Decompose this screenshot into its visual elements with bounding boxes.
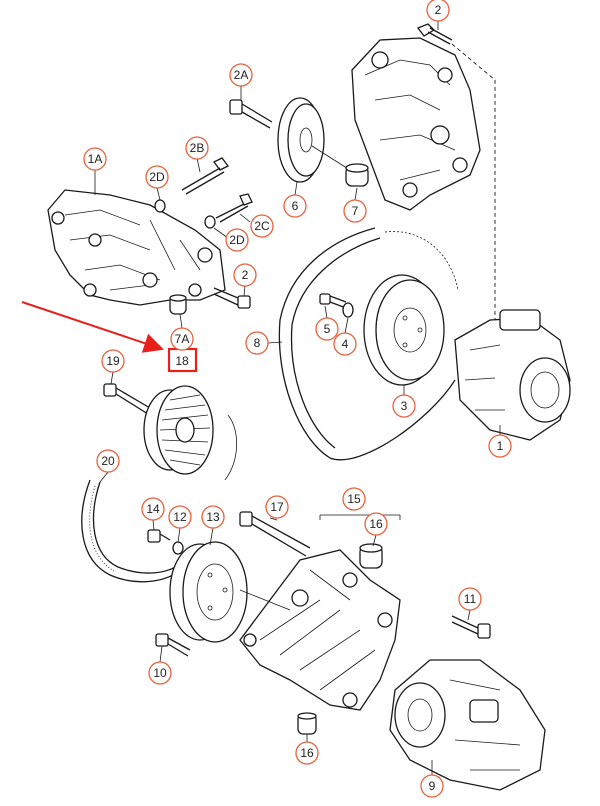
bolt-2-top bbox=[416, 23, 453, 45]
bolt-2C bbox=[215, 193, 253, 223]
svg-text:3: 3 bbox=[401, 399, 408, 413]
washer-2D-a bbox=[154, 199, 166, 213]
bolt-2-mid bbox=[213, 287, 251, 309]
svg-text:2B: 2B bbox=[190, 141, 205, 155]
callout-16-a: 16 bbox=[364, 512, 388, 536]
bolt-14 bbox=[147, 529, 171, 543]
svg-text:12: 12 bbox=[173, 510, 187, 524]
guide-line-6 bbox=[311, 145, 351, 171]
svg-text:2: 2 bbox=[242, 268, 249, 282]
callout-7A: 7A bbox=[170, 327, 194, 351]
bracket-1A bbox=[47, 189, 226, 306]
group-bracket-15 bbox=[319, 514, 401, 520]
svg-text:11: 11 bbox=[464, 592, 477, 606]
svg-text:16: 16 bbox=[300, 746, 314, 760]
bolt-2B bbox=[181, 157, 229, 195]
bolt-5 bbox=[319, 293, 347, 309]
callout-2-top: 2 bbox=[426, 0, 450, 22]
callout-4: 4 bbox=[333, 332, 357, 356]
pulley-6 bbox=[277, 97, 325, 183]
svg-text:16: 16 bbox=[369, 517, 383, 531]
svg-text:18: 18 bbox=[175, 354, 189, 368]
belt-20 bbox=[81, 479, 181, 583]
callout-14: 14 bbox=[141, 497, 165, 521]
callout-2D-a: 2D bbox=[145, 165, 169, 189]
callout-13: 13 bbox=[201, 505, 225, 529]
svg-text:4: 4 bbox=[342, 337, 349, 351]
bolt-10 bbox=[155, 633, 191, 657]
pointer-arrow bbox=[21, 301, 164, 353]
callout-9: 9 bbox=[420, 774, 444, 798]
svg-text:13: 13 bbox=[206, 510, 220, 524]
svg-text:2A: 2A bbox=[234, 68, 249, 82]
svg-text:1: 1 bbox=[497, 439, 504, 453]
washer-2D-b bbox=[204, 215, 216, 229]
tensioner-pulley-18 bbox=[143, 385, 214, 475]
callout-15: 15 bbox=[342, 487, 366, 511]
callout-1: 1 bbox=[488, 434, 512, 458]
bolt-17 bbox=[239, 511, 311, 557]
upper-bracket bbox=[351, 37, 481, 211]
callout-2-mid: 2 bbox=[233, 263, 257, 287]
pulley-13 bbox=[169, 541, 248, 643]
spacer-16-b bbox=[297, 712, 317, 735]
bolt-2A bbox=[229, 99, 273, 129]
power-steering-pump-9 bbox=[389, 659, 546, 791]
callout-7: 7 bbox=[343, 199, 367, 223]
callout-16-b: 16 bbox=[295, 741, 319, 765]
power-steering-pump-1 bbox=[454, 309, 571, 441]
callout-2B: 2B bbox=[185, 136, 209, 160]
svg-text:1A: 1A bbox=[88, 152, 103, 166]
svg-text:2D: 2D bbox=[229, 233, 245, 247]
svg-text:7A: 7A bbox=[175, 332, 190, 346]
callout-8: 8 bbox=[245, 331, 269, 355]
callout-2A: 2A bbox=[229, 63, 253, 87]
callout-1A: 1A bbox=[83, 147, 107, 171]
guide-line-2-top bbox=[451, 43, 496, 320]
callout-2D-b: 2D bbox=[225, 228, 249, 252]
svg-text:17: 17 bbox=[270, 500, 284, 514]
svg-text:6: 6 bbox=[292, 199, 299, 213]
spacer-7 bbox=[345, 163, 369, 187]
callout-6: 6 bbox=[283, 194, 307, 218]
svg-text:14: 14 bbox=[146, 502, 160, 516]
svg-text:15: 15 bbox=[347, 492, 361, 506]
callout-2C: 2C bbox=[250, 214, 274, 238]
svg-text:8: 8 bbox=[254, 336, 261, 350]
svg-text:9: 9 bbox=[429, 779, 436, 793]
svg-text:10: 10 bbox=[153, 666, 167, 680]
pulley-3 bbox=[363, 274, 445, 386]
callout-17: 17 bbox=[265, 495, 289, 519]
bolt-19 bbox=[103, 383, 151, 415]
svg-text:2: 2 bbox=[435, 3, 442, 17]
callout-11: 11 bbox=[458, 587, 482, 611]
guide-line-13 bbox=[239, 589, 291, 611]
svg-text:19: 19 bbox=[106, 354, 120, 368]
belt-8 bbox=[278, 227, 459, 461]
callout-20: 20 bbox=[96, 449, 120, 473]
washer-12 bbox=[172, 541, 184, 555]
callout-12: 12 bbox=[168, 505, 192, 529]
lower-bracket bbox=[239, 549, 401, 711]
callout-5: 5 bbox=[315, 317, 339, 341]
callout-10: 10 bbox=[148, 661, 172, 685]
spacer-16-a bbox=[359, 543, 383, 569]
washer-4 bbox=[342, 302, 354, 318]
svg-text:2D: 2D bbox=[149, 170, 165, 184]
callout-3: 3 bbox=[392, 394, 416, 418]
leader-lines bbox=[94, 20, 501, 775]
spacer-7A bbox=[169, 294, 187, 315]
callout-18: 18 bbox=[175, 354, 189, 368]
svg-text:2C: 2C bbox=[254, 219, 270, 233]
guide-curve-18 bbox=[224, 414, 238, 481]
svg-text:5: 5 bbox=[324, 322, 331, 336]
callout-19: 19 bbox=[101, 349, 125, 373]
bolt-11 bbox=[451, 615, 491, 639]
svg-text:20: 20 bbox=[101, 454, 115, 468]
svg-text:7: 7 bbox=[352, 204, 359, 218]
